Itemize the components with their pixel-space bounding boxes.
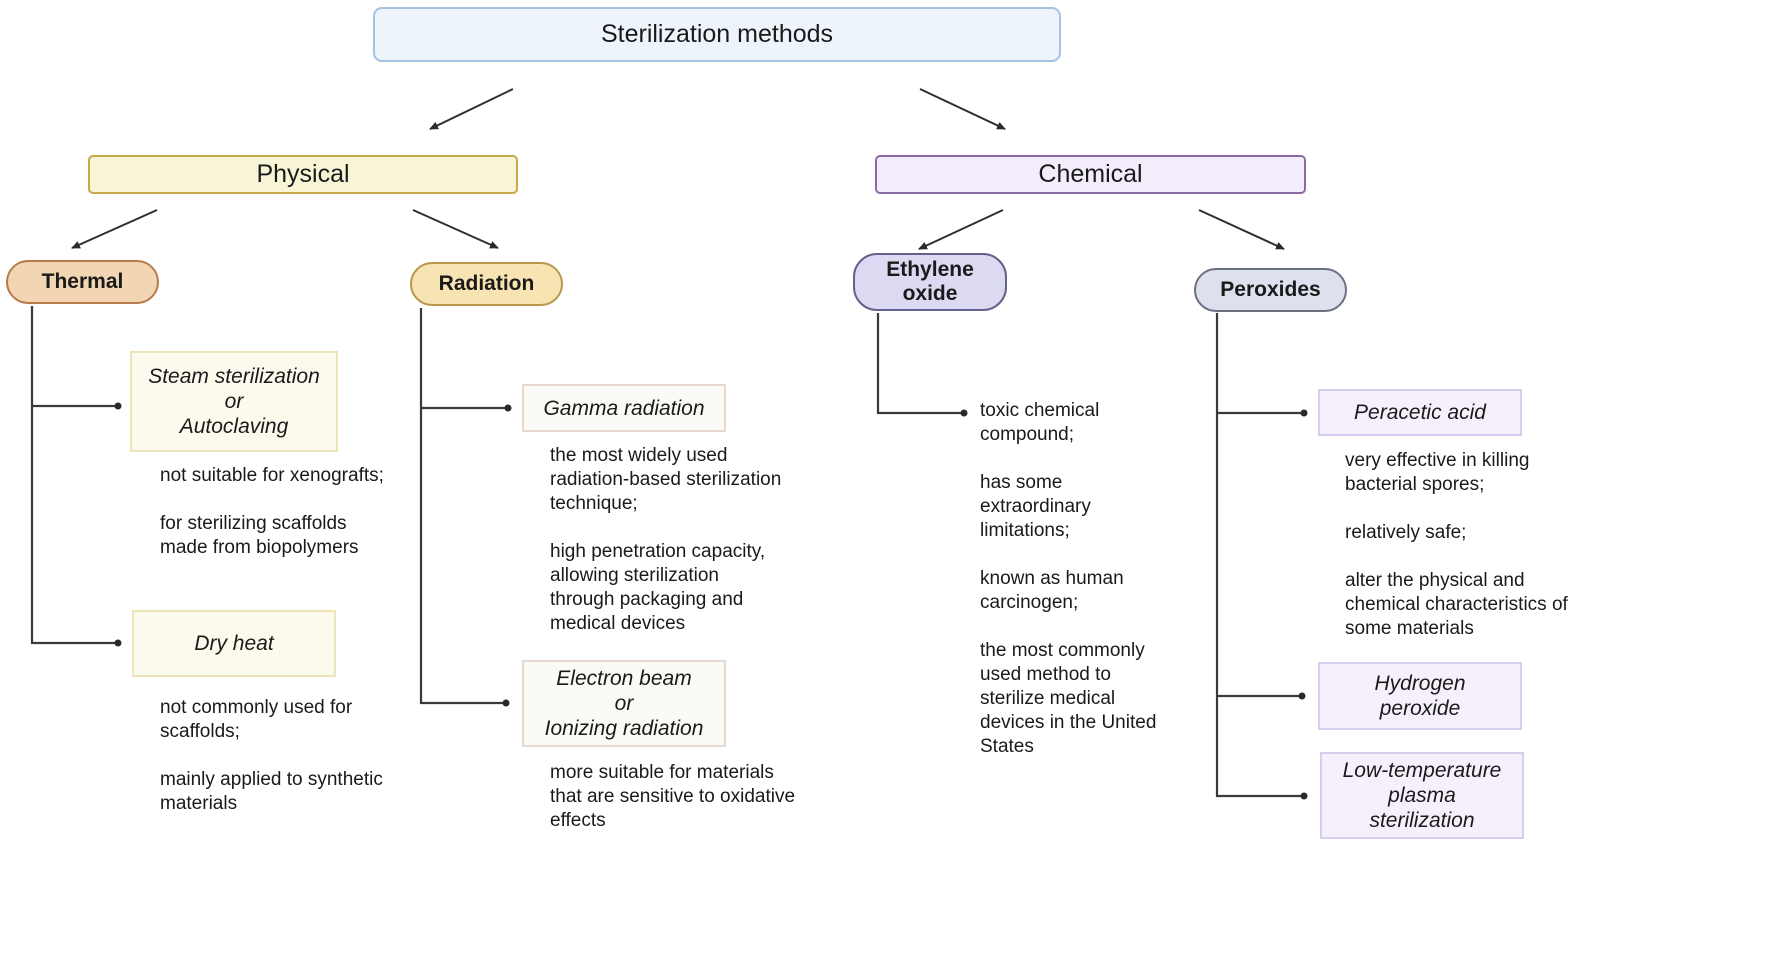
group-label: Ethylene oxide [886,258,974,305]
method-label: Gamma radiation [543,396,705,420]
category-physical: Physical [88,155,518,194]
method-low-temperature-plasma: Low-temperature plasma sterilization [1320,752,1524,839]
arrow-chemical-to-peroxides [1198,209,1285,250]
note: more suitable for materials that are sen… [550,762,796,831]
note: the most commonly used method to sterili… [980,640,1157,757]
note: has some extraordinary limitations; [980,472,1091,541]
method-label: Steam sterilization or Autoclaving [148,365,320,438]
node-dot [1300,792,1308,800]
node-dot [502,699,510,707]
root-title: Sterilization methods [600,20,834,48]
arrow-chemical-to-ethylene [918,209,1004,250]
method-label: Hydrogen peroxide [1374,672,1466,720]
node-dot [1300,409,1308,417]
arrow-physical-to-radiation [412,209,499,249]
method-label: Electron beam or Ionizing radiation [544,667,704,740]
category-label: Physical [256,160,350,188]
root-node-sterilization-methods: Sterilization methods [373,7,1061,62]
node-dot [114,639,122,647]
node-dot [1298,692,1306,700]
method-peracetic-acid: Peracetic acid [1318,389,1522,436]
notes-electron-beam: more suitable for materials that are sen… [550,761,800,857]
group-label: Thermal [41,270,124,293]
note: relatively safe; [1345,522,1467,543]
arrow-root-to-physical [429,88,514,130]
notes-steam: not suitable for xenografts; for sterili… [160,464,410,584]
notes-ethylene-oxide: toxic chemical compound; has some extrao… [980,399,1175,783]
method-hydrogen-peroxide: Hydrogen peroxide [1318,662,1522,730]
method-electron-beam: Electron beam or Ionizing radiation [522,660,726,747]
note: known as human carcinogen; [980,568,1124,613]
node-dot [960,409,968,417]
tree-line-peroxides [1215,313,1303,798]
method-dry-heat: Dry heat [132,610,336,677]
node-dot [114,402,122,410]
note: mainly applied to synthetic materials [160,769,383,814]
notes-dry-heat: not commonly used for scaffolds; mainly … [160,696,390,840]
node-dot [504,404,512,412]
note: alter the physical and chemical characte… [1345,570,1568,639]
method-label: Low-temperature plasma sterilization [1342,759,1502,832]
group-label: Radiation [438,272,535,295]
method-steam-sterilization: Steam sterilization or Autoclaving [130,351,338,452]
note: not commonly used for scaffolds; [160,697,353,742]
note: high penetration capacity, allowing ster… [550,541,766,634]
arrow-physical-to-thermal [71,209,158,249]
note: very effective in killing bacterial spor… [1345,450,1530,495]
tree-line-thermal [30,306,118,645]
note: for sterilizing scaffolds made from biop… [160,513,359,558]
category-chemical: Chemical [875,155,1306,194]
group-thermal: Thermal [6,260,159,304]
note: toxic chemical compound; [980,400,1100,445]
group-ethylene-oxide: Ethylene oxide [853,253,1007,311]
notes-gamma: the most widely used radiation-based ste… [550,444,805,660]
method-label: Peracetic acid [1354,401,1486,424]
category-label: Chemical [1038,160,1143,188]
tree-line-radiation [419,308,506,705]
tree-line-ethylene [876,313,964,415]
group-radiation: Radiation [410,262,563,306]
notes-peracetic-acid: very effective in killing bacterial spor… [1345,449,1570,665]
note: not suitable for xenografts; [160,465,384,486]
group-label: Peroxides [1220,278,1321,301]
group-peroxides: Peroxides [1194,268,1347,312]
method-label: Dry heat [194,632,274,655]
method-gamma-radiation: Gamma radiation [522,384,726,432]
note: the most widely used radiation-based ste… [550,445,782,514]
arrow-root-to-chemical [919,88,1006,130]
